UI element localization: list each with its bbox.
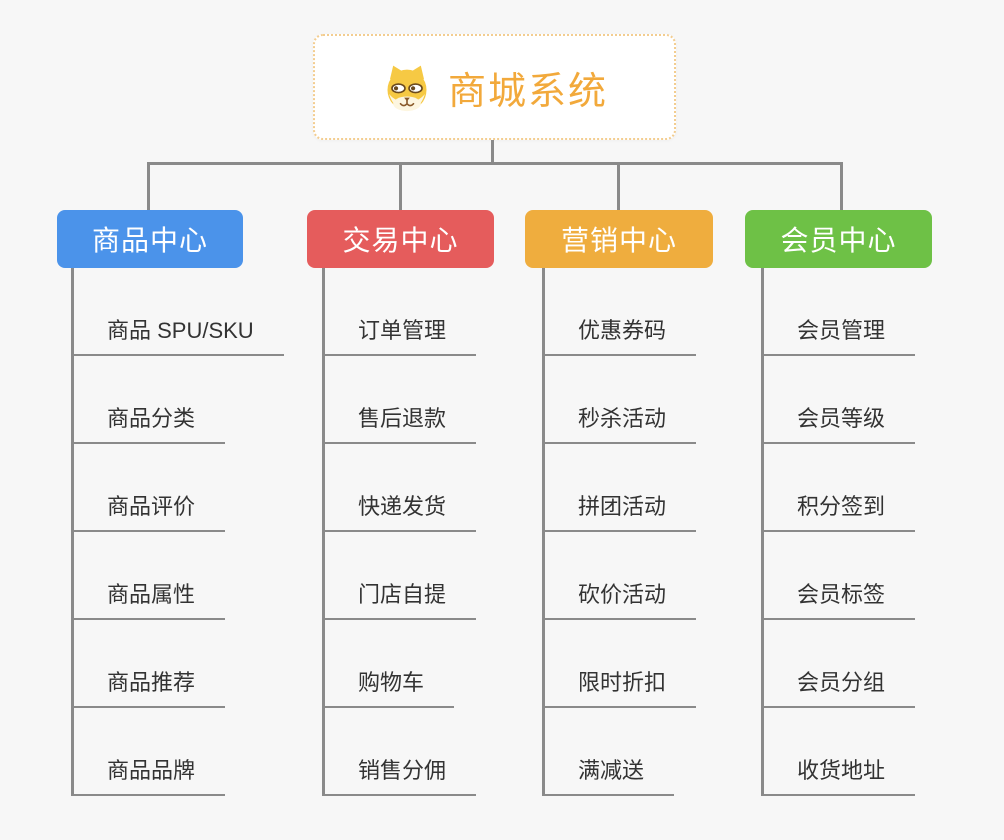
leaf-item[interactable]: 商品推荐 — [71, 669, 226, 708]
leaf-item[interactable]: 门店自提 — [322, 581, 477, 620]
leaf-row: 商品评价 — [71, 444, 284, 532]
leaf-item[interactable]: 会员管理 — [761, 317, 916, 356]
leaf-item[interactable]: 会员标签 — [761, 581, 916, 620]
leaf-row: 秒杀活动 — [542, 356, 697, 444]
node-marketing-center[interactable]: 营销中心 — [525, 210, 713, 268]
leaf-row: 限时折扣 — [542, 620, 697, 708]
branch-trade-items: 订单管理 售后退款 快递发货 门店自提 购物车 销售分佣 — [322, 268, 477, 796]
leaf-item[interactable]: 销售分佣 — [322, 757, 477, 796]
leaf-row: 售后退款 — [322, 356, 477, 444]
leaf-item[interactable]: 商品评价 — [71, 493, 226, 532]
leaf-item[interactable]: 商品分类 — [71, 405, 226, 444]
leaf-item[interactable]: 积分签到 — [761, 493, 916, 532]
leaf-row: 商品属性 — [71, 532, 284, 620]
connector-root-stem — [491, 140, 494, 164]
leaf-item[interactable]: 商品属性 — [71, 581, 226, 620]
leaf-item[interactable]: 收货地址 — [761, 757, 916, 796]
connector-drop-product — [147, 162, 150, 210]
leaf-row: 满减送 — [542, 708, 696, 796]
leaf-row: 会员等级 — [761, 356, 916, 444]
leaf-row: 商品品牌 — [71, 708, 284, 796]
leaf-item[interactable]: 秒杀活动 — [542, 405, 697, 444]
leaf-item[interactable]: 商品 SPU/SKU — [71, 317, 284, 356]
leaf-row: 积分签到 — [761, 444, 916, 532]
leaf-item[interactable]: 优惠券码 — [542, 317, 697, 356]
leaf-row: 快递发货 — [322, 444, 477, 532]
leaf-item[interactable]: 会员分组 — [761, 669, 916, 708]
leaf-row: 门店自提 — [322, 532, 477, 620]
connector-drop-marketing — [617, 162, 620, 210]
connector-drop-member — [840, 162, 843, 210]
leaf-item[interactable]: 限时折扣 — [542, 669, 697, 708]
leaf-row: 拼团活动 — [542, 444, 697, 532]
leaf-item[interactable]: 满减送 — [542, 757, 675, 796]
leaf-item[interactable]: 购物车 — [322, 669, 455, 708]
branch-product-items: 商品 SPU/SKU 商品分类 商品评价 商品属性 商品推荐 商品品牌 — [71, 268, 284, 796]
leaf-row: 购物车 — [322, 620, 476, 708]
leaf-item[interactable]: 砍价活动 — [542, 581, 697, 620]
leaf-row: 会员分组 — [761, 620, 916, 708]
branch-marketing-items: 优惠券码 秒杀活动 拼团活动 砍价活动 限时折扣 满减送 — [542, 268, 697, 796]
leaf-item[interactable]: 商品品牌 — [71, 757, 226, 796]
leaf-row: 订单管理 — [322, 268, 477, 356]
node-product-center[interactable]: 商品中心 — [57, 210, 243, 268]
node-member-center[interactable]: 会员中心 — [745, 210, 932, 268]
leaf-row: 收货地址 — [761, 708, 916, 796]
node-trade-center[interactable]: 交易中心 — [307, 210, 494, 268]
leaf-item[interactable]: 会员等级 — [761, 405, 916, 444]
branch-member-items: 会员管理 会员等级 积分签到 会员标签 会员分组 收货地址 — [761, 268, 916, 796]
leaf-item[interactable]: 售后退款 — [322, 405, 477, 444]
leaf-row: 销售分佣 — [322, 708, 477, 796]
leaf-row: 砍价活动 — [542, 532, 697, 620]
leaf-item[interactable]: 拼团活动 — [542, 493, 697, 532]
dog-face-icon — [387, 65, 427, 111]
leaf-item[interactable]: 订单管理 — [322, 317, 477, 356]
root-node-mall-system[interactable]: 商城系统 — [313, 34, 676, 140]
leaf-item[interactable]: 快递发货 — [322, 493, 477, 532]
leaf-row: 优惠券码 — [542, 268, 697, 356]
connector-drop-trade — [399, 162, 402, 210]
root-title: 商城系统 — [447, 70, 608, 113]
leaf-row: 商品 SPU/SKU — [71, 268, 284, 356]
connector-bus — [147, 162, 843, 165]
leaf-row: 会员标签 — [761, 532, 916, 620]
leaf-row: 商品推荐 — [71, 620, 284, 708]
leaf-row: 商品分类 — [71, 356, 284, 444]
leaf-row: 会员管理 — [761, 268, 916, 356]
